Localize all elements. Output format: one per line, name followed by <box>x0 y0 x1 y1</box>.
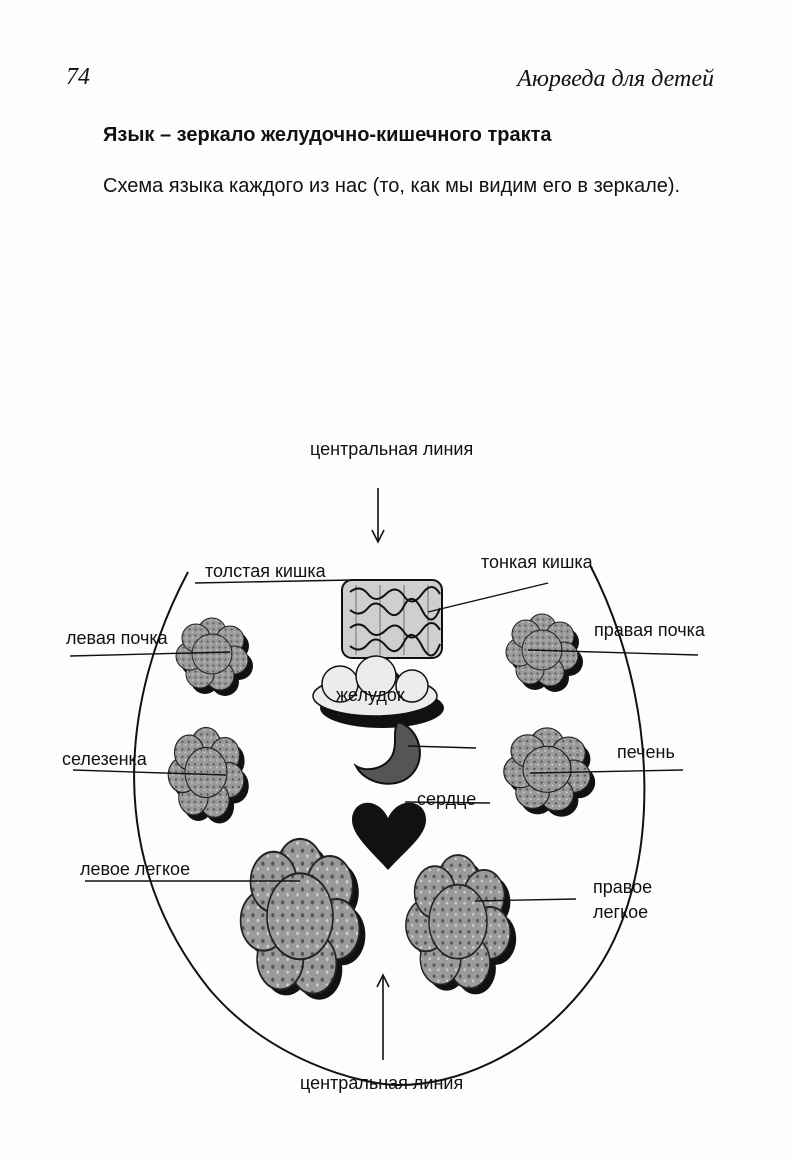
left-lung-blob <box>239 837 366 1000</box>
label-spleen: селезенка <box>62 749 148 769</box>
label-central-line-top: центральная линия <box>310 439 473 459</box>
right-lung-blob <box>404 854 517 995</box>
label-large-intestine: толстая кишка <box>205 561 327 581</box>
label-central-line-bottom: центральная линия <box>300 1073 463 1093</box>
label-right-kidney: правая почка <box>594 620 706 640</box>
leader-lines <box>69 579 699 902</box>
label-left-lung: левое легкое <box>80 859 190 879</box>
small-intestine-illustration <box>341 579 443 659</box>
stomach-organ-illustration <box>353 720 421 785</box>
tongue-outline <box>133 564 646 1087</box>
stomach-cloud <box>312 655 444 728</box>
label-liver: печень <box>617 742 675 762</box>
label-right-lung-line1: правое <box>593 877 652 897</box>
right-kidney-blob <box>505 613 583 692</box>
section-heading: Язык – зеркало желудочно-кишечного тракт… <box>103 124 552 146</box>
central-line-arrow-bottom <box>376 973 390 1060</box>
page-number: 74 <box>66 64 90 90</box>
heart-shape <box>352 802 426 870</box>
label-right-lung-line2: легкое <box>593 902 648 922</box>
running-title: Аюрведа для детей <box>517 66 714 92</box>
label-heart: сердце <box>417 789 476 809</box>
spleen-blob <box>167 726 249 824</box>
section-subheading: Схема языка каждого из нас (то, как мы в… <box>103 175 681 197</box>
left-kidney-blob <box>175 617 253 696</box>
central-line-arrow-top <box>371 488 385 544</box>
label-small-intestine: тонкая кишка <box>481 552 594 572</box>
label-stomach: желудок <box>336 685 405 705</box>
label-left-kidney: левая почка <box>66 628 169 648</box>
